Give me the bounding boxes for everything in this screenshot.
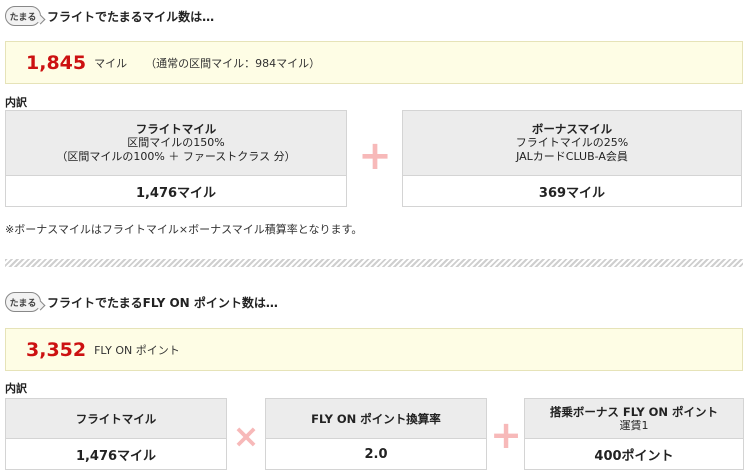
miles-total-unit: マイル <box>94 56 128 70</box>
card-title: ボーナスマイル <box>531 122 613 136</box>
card-title: フライトマイル <box>75 411 157 426</box>
boarding-bonus-card: 搭乗ボーナス FLY ON ポイント 運賃1 400ポイント <box>524 398 744 470</box>
card-header: FLY ON ポイント換算率 <box>266 399 486 439</box>
tamaru-badge-icon: たまる <box>5 6 41 26</box>
card-value: 2.0 <box>364 446 388 462</box>
flyon-breakdown-label: 内訳 <box>5 382 27 395</box>
card-value: 1,476マイル <box>135 185 217 201</box>
section-divider <box>5 259 743 267</box>
flyon-total-number: 3,352 <box>26 338 87 361</box>
card-value: 1,476マイル <box>75 448 157 464</box>
card-header: ボーナスマイル フライトマイルの25% JALカードCLUB-A会員 <box>403 111 741 176</box>
flyon-flight-miles-card: フライトマイル 1,476マイル <box>5 398 227 470</box>
conversion-rate-card: FLY ON ポイント換算率 2.0 <box>265 398 487 470</box>
card-header: フライトマイル <box>6 399 226 439</box>
card-value: 369マイル <box>538 185 606 201</box>
bonus-miles-card: ボーナスマイル フライトマイルの25% JALカードCLUB-A会員 369マイ… <box>402 110 742 207</box>
tamaru-badge-icon: たまる <box>5 292 41 312</box>
card-header: フライトマイル 区間マイルの150% （区間マイルの100% ＋ ファーストクラ… <box>6 111 346 176</box>
card-detail-line: 区間マイルの150% <box>127 136 225 149</box>
card-subtitle: 運賃1 <box>619 418 649 432</box>
multiply-operator-icon: × <box>232 417 260 455</box>
flyon-heading-text: フライトでたまるFLY ON ポイント数は… <box>47 295 278 310</box>
miles-breakdown-label: 内訳 <box>5 96 27 109</box>
flight-miles-card: フライトマイル 区間マイルの150% （区間マイルの100% ＋ ファーストクラ… <box>5 110 347 207</box>
flyon-total-unit: FLY ON ポイント <box>94 343 180 357</box>
flyon-total-box: 3,352 FLY ON ポイント <box>5 328 743 371</box>
miles-heading-text: フライトでたまるマイル数は… <box>47 9 215 24</box>
section-miles-heading: たまる フライトでたまるマイル数は… <box>5 4 214 28</box>
card-title: フライトマイル <box>135 122 217 136</box>
card-header: 搭乗ボーナス FLY ON ポイント 運賃1 <box>525 399 743 439</box>
card-title: 搭乗ボーナス FLY ON ポイント <box>549 404 719 419</box>
card-value: 400ポイント <box>594 448 674 464</box>
plus-operator-icon: + <box>358 133 392 179</box>
card-detail-line: フライトマイルの25% <box>515 136 629 149</box>
miles-total-number: 1,845 <box>26 51 87 74</box>
miles-total-box: 1,845 マイル （通常の区間マイル：984マイル） <box>5 41 743 84</box>
card-detail-line: JALカードCLUB-A会員 <box>516 150 628 163</box>
card-detail-line: （区間マイルの100% ＋ ファーストクラス 分） <box>56 150 296 163</box>
card-title: FLY ON ポイント換算率 <box>311 411 441 426</box>
section-flyon-heading: たまる フライトでたまるFLY ON ポイント数は… <box>5 290 278 314</box>
miles-total-note: （通常の区間マイル：984マイル） <box>145 56 321 70</box>
plus-operator-icon: + <box>490 413 522 457</box>
miles-footnote: ※ボーナスマイルはフライトマイル×ボーナスマイル積算率となります。 <box>5 223 363 236</box>
